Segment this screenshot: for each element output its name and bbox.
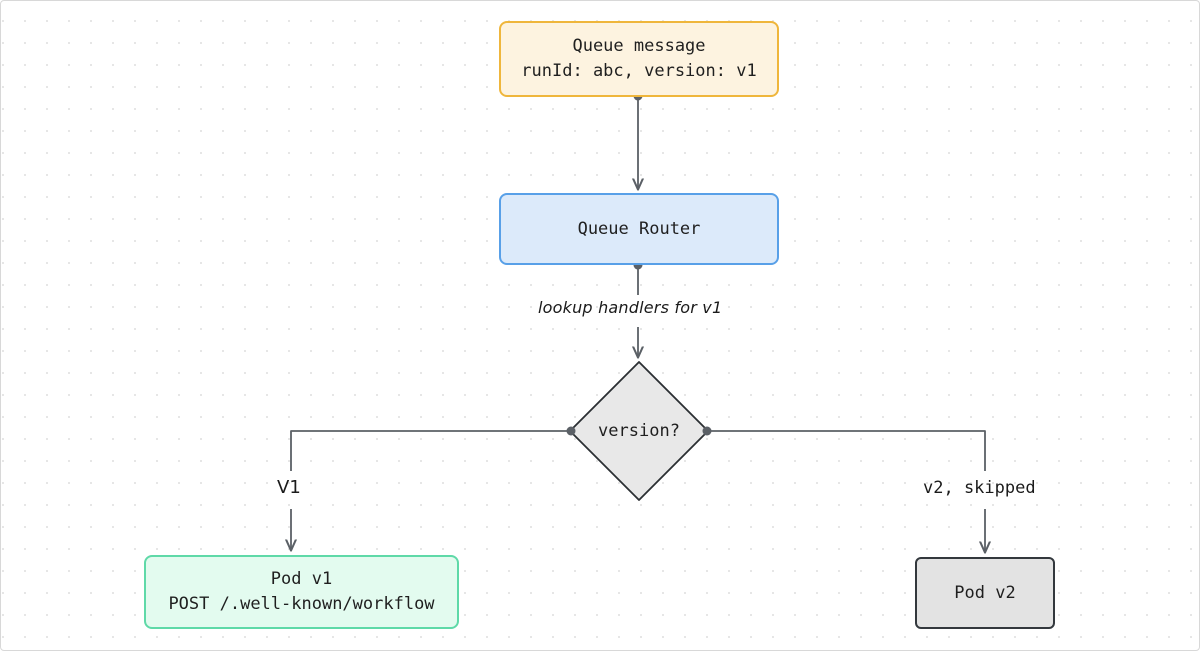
node-pod-v2[interactable]: Pod v2 [915, 557, 1055, 629]
edge-message-to-router [634, 91, 643, 190]
node-queue-message-title: Queue message [572, 36, 706, 57]
node-queue-router-title: Queue Router [577, 218, 701, 239]
node-queue-message[interactable]: Queue message runId: abc, version: v1 [499, 21, 779, 97]
edge-label-lookup-handlers: lookup handlers for v1 [538, 298, 723, 317]
edge-label-branch-v2-skipped: v2, skipped [923, 478, 1036, 498]
edge-decision-to-pod-v1 [291, 426, 576, 551]
node-pod-v1[interactable]: Pod v1 POST /.well-known/workflow [144, 555, 459, 629]
node-queue-message-detail: runId: abc, version: v1 [521, 61, 757, 81]
node-queue-router[interactable]: Queue Router [499, 193, 779, 265]
node-decision-label: version? [598, 420, 680, 441]
node-pod-v1-detail: POST /.well-known/workflow [168, 594, 435, 614]
node-pod-v2-title: Pod v2 [954, 582, 1016, 603]
node-decision-version[interactable]: version? [569, 361, 709, 501]
edge-label-branch-v1: V1 [277, 477, 301, 498]
node-pod-v1-title: Pod v1 [270, 569, 333, 590]
